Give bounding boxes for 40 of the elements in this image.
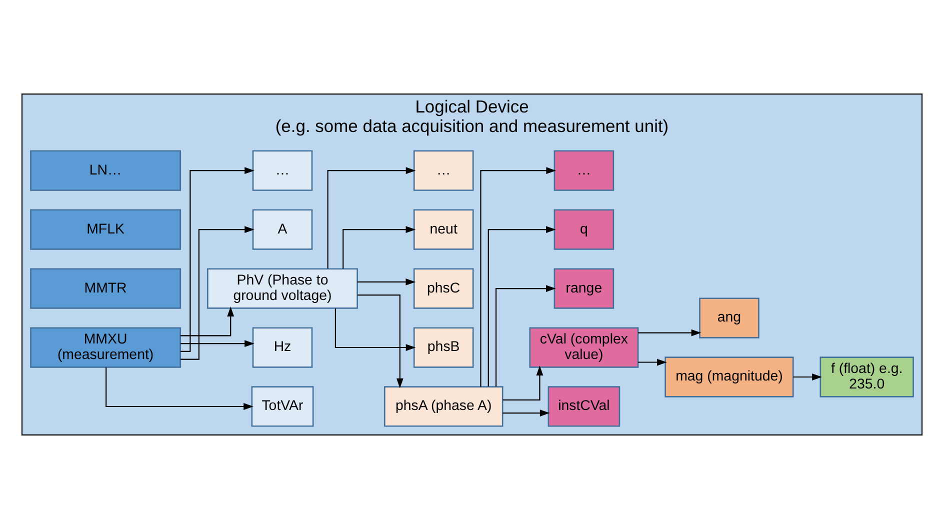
arrow	[180, 166, 254, 352]
arrow	[488, 226, 556, 386]
arrow	[180, 340, 254, 347]
node-box: mag (magnitude)	[664, 356, 794, 397]
arrow	[793, 373, 822, 380]
node-box: q	[554, 208, 614, 250]
arrow	[495, 284, 556, 386]
arrow	[357, 278, 416, 285]
arrow	[342, 226, 416, 268]
node-box: neut	[413, 208, 474, 250]
arrow	[502, 409, 550, 416]
node-box: MMTR	[30, 268, 182, 308]
arrow	[480, 166, 556, 386]
node-box: phsC	[413, 268, 474, 308]
node-box: MFLK	[30, 208, 182, 250]
node-box: PhV (Phase to ground voltage)	[207, 268, 358, 308]
node-box: …	[252, 150, 313, 190]
node-box: A	[252, 208, 313, 250]
arrow	[334, 308, 416, 350]
node-box: TotVAr	[251, 386, 314, 426]
node-box: …	[413, 150, 474, 190]
arrow	[180, 226, 254, 360]
node-box: phsA (phase A)	[384, 386, 504, 426]
node-box: MMXU (measurement)	[30, 326, 182, 368]
node-box: range	[554, 268, 614, 308]
node-box: Hz	[252, 326, 313, 368]
arrow	[106, 366, 254, 410]
arrow	[180, 306, 234, 336]
arrow	[327, 166, 416, 268]
arrow	[358, 294, 404, 388]
node-box: ang	[699, 297, 760, 338]
arrow	[638, 358, 667, 366]
node-box: phsB	[413, 326, 474, 368]
arrow	[502, 365, 544, 400]
arrow	[638, 328, 702, 336]
node-box: f (float) e.g. 235.0	[820, 356, 914, 397]
node-box: …	[554, 150, 614, 190]
node-box: cVal (complex value)	[529, 326, 639, 368]
node-box: LN…	[30, 150, 182, 190]
node-box: instCVal	[548, 386, 620, 426]
